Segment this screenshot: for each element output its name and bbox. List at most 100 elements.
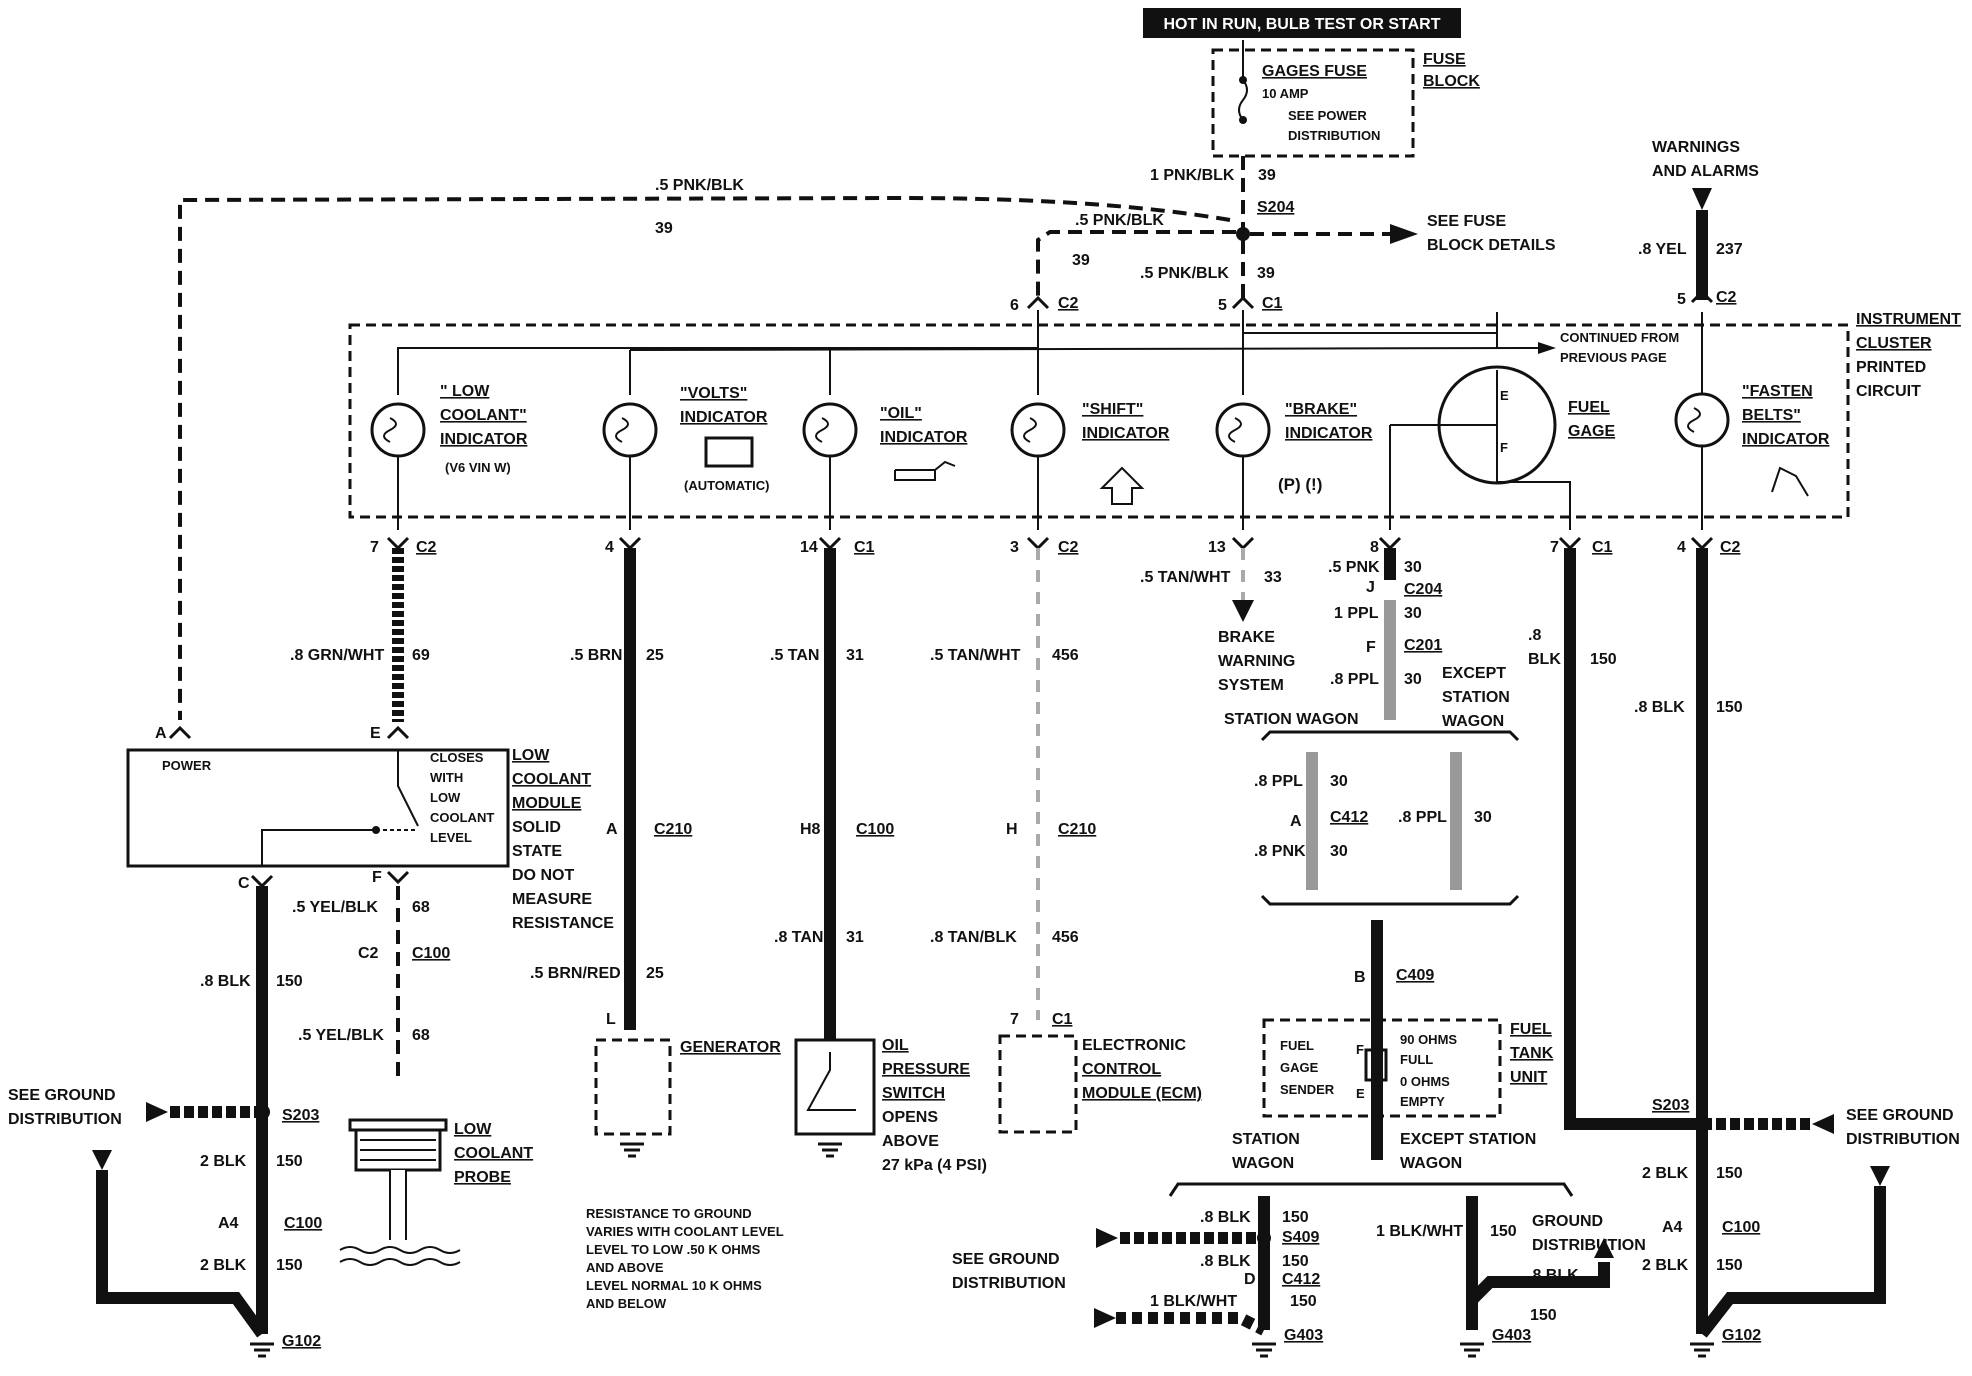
- warnings-2: AND ALARMS: [1652, 163, 1759, 180]
- except-2: STATION: [1442, 689, 1510, 706]
- wire-s204-left-num: 39: [1072, 252, 1090, 269]
- sender-e: E: [1356, 1086, 1365, 1101]
- wire-brn-red-num: 25: [646, 965, 664, 982]
- ground-g403-left-label: G403: [1284, 1327, 1323, 1344]
- power-header: HOT IN RUN, BULB TEST OR START: [1163, 16, 1440, 33]
- module-switch: [397, 750, 419, 827]
- conn-c100-a4-right: C100: [1722, 1219, 1760, 1236]
- cluster-bus-1: [397, 347, 1038, 395]
- pin-a-shape: [168, 725, 192, 740]
- wire-blk2-label-1: 2 BLK: [200, 1153, 247, 1170]
- bulb-low-coolant: [370, 402, 426, 530]
- splice-s409-label: S409: [1282, 1229, 1319, 1246]
- conn-c2-top-shape: [1026, 295, 1050, 310]
- module-note-2: STATE: [512, 843, 562, 860]
- brace-bottom: [1260, 894, 1520, 906]
- ecm-box: [998, 1034, 1078, 1134]
- fuse-rating: 10 AMP: [1262, 86, 1309, 101]
- conn-c204: C204: [1404, 581, 1442, 598]
- fuel-gage-symbol: [1389, 365, 1571, 530]
- wire-blk8-right-num: 150: [1716, 699, 1743, 716]
- pin-f-c201: F: [1366, 639, 1376, 656]
- pin-c2-3: 3: [1010, 539, 1019, 556]
- wire-tan-wht-num: 456: [1052, 647, 1079, 664]
- wire-yel-blk-label: .5 YEL/BLK: [292, 899, 378, 916]
- fasten-label-1: "FASTEN: [1742, 383, 1813, 400]
- wire-tan8-label: .8 TAN: [774, 929, 823, 946]
- brake-label-2: INDICATOR: [1285, 425, 1373, 442]
- pin-c2-4b: 4: [1677, 539, 1686, 556]
- except-1: EXCEPT: [1442, 665, 1506, 682]
- sender-1: FUEL: [1280, 1038, 1314, 1053]
- oil-label-1: "OIL": [880, 405, 922, 422]
- fasten-label-3: INDICATOR: [1742, 431, 1830, 448]
- wire-brn-label: .5 BRN: [570, 647, 622, 664]
- wire-ppl8b-label: .8 PPL: [1398, 809, 1447, 826]
- wire-s204-down-num: 39: [1257, 265, 1275, 282]
- fuse-dot-bottom: [1239, 116, 1247, 124]
- sw-bottom-1: STATION: [1232, 1131, 1300, 1148]
- pin-h8: H8: [800, 821, 821, 838]
- probe-label-2: COOLANT: [454, 1145, 533, 1162]
- wire-ground-right-loop: [1697, 1186, 1886, 1338]
- low-coolant-module-box: [126, 748, 510, 868]
- low-coolant-label-3: INDICATOR: [440, 431, 528, 448]
- low-coolant-label-2: COOLANT": [440, 407, 527, 424]
- wire-yel-label: .8 YEL: [1638, 241, 1687, 258]
- wire-blk8-2-label: .8 BLK: [1200, 1253, 1251, 1270]
- wire-brn-red-label: .5 BRN/RED: [530, 965, 621, 982]
- conn-c1-ecm: C1: [1052, 1011, 1073, 1028]
- resistance-note-1: RESISTANCE TO GROUND: [586, 1206, 752, 1221]
- fuse-note-1: SEE POWER: [1288, 108, 1367, 123]
- gd-2: DISTRIBUTION: [1532, 1237, 1646, 1254]
- splice-s409: [1257, 1231, 1271, 1245]
- wire-gd-loop: [1467, 1262, 1610, 1305]
- fuse-details-1: SEE FUSE: [1427, 213, 1506, 230]
- wire-tan-label: .5 TAN: [770, 647, 819, 664]
- pin-c1-8: 8: [1370, 539, 1379, 556]
- oil-label-2: INDICATOR: [880, 429, 968, 446]
- fuse-dot-top: [1239, 76, 1247, 84]
- wire-blk2-num-1: 150: [276, 1153, 303, 1170]
- sender-f: F: [1356, 1042, 1364, 1057]
- module-note-4: MEASURE: [512, 891, 592, 908]
- wire-blk2-num-2: 150: [276, 1257, 303, 1274]
- arrow-continued: [1538, 342, 1556, 354]
- generator-ground: [620, 1142, 644, 1158]
- conn-c412-d: C412: [1282, 1271, 1320, 1288]
- wire-ppl1-label: 1 PPL: [1334, 605, 1379, 622]
- volts-label-2: INDICATOR: [680, 409, 768, 426]
- oil-can-icon: [894, 460, 956, 481]
- wire-yel-blk2-num: 68: [412, 1027, 430, 1044]
- fasten-label-2: BELTS": [1742, 407, 1801, 424]
- resistance-note-5: LEVEL NORMAL 10 K OHMS: [586, 1278, 762, 1293]
- module-note-3: DO NOT: [512, 867, 574, 884]
- instrument-cluster-box: [348, 323, 1850, 519]
- resistance-note-3: LEVEL TO LOW .50 K OHMS: [586, 1242, 761, 1257]
- ecm-label-3: MODULE (ECM): [1082, 1085, 1202, 1102]
- pin-a: A: [155, 725, 167, 742]
- wire-blk8-g403-label: .8 BLK: [1528, 1267, 1579, 1284]
- conn-c210-a: C210: [654, 821, 692, 838]
- conn-c409: C409: [1396, 967, 1434, 984]
- fuse-block-label-2: BLOCK: [1423, 73, 1480, 90]
- brake-label-1: "BRAKE": [1285, 401, 1357, 418]
- continued-2: PREVIOUS PAGE: [1560, 350, 1667, 365]
- module-low: LOW: [430, 790, 461, 805]
- fuse-note-2: DISTRIBUTION: [1288, 128, 1380, 143]
- arrow-see-ground-left: [146, 1102, 168, 1122]
- pin-e: E: [370, 725, 381, 742]
- station-wagon-top: STATION WAGON: [1224, 711, 1359, 728]
- wire-pnk-label: .5 PNK: [1328, 559, 1380, 576]
- wire-blk8-fuel-num: 150: [1590, 651, 1617, 668]
- mid-see-ground-1: SEE GROUND: [952, 1251, 1060, 1268]
- sender-3: SENDER: [1280, 1082, 1335, 1097]
- oil-switch-ground: [818, 1142, 842, 1158]
- low-coolant-note: (V6 VIN W): [445, 460, 511, 475]
- wire-blk8-fuel-2: BLK: [1528, 651, 1561, 668]
- splice-s204-dot: [1236, 227, 1250, 241]
- pin-c2-4: 4: [605, 539, 614, 556]
- mid-see-ground-2: DISTRIBUTION: [952, 1275, 1066, 1292]
- module-note-1: SOLID: [512, 819, 561, 836]
- brake-system-2: WARNING: [1218, 653, 1295, 670]
